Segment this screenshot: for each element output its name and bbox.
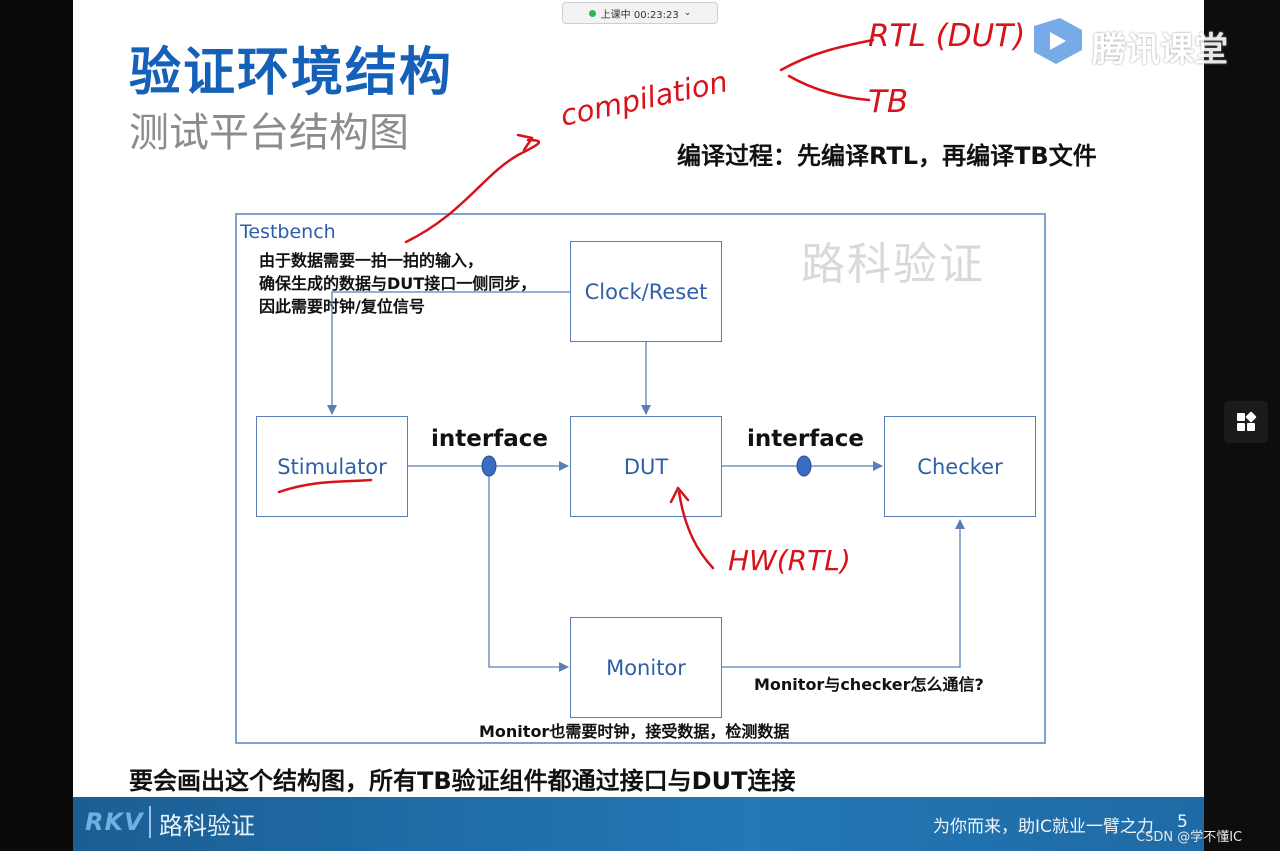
slide-title: 验证环境结构 (129, 43, 454, 103)
csdn-watermark: CSDN @学不懂IC (1136, 830, 1243, 845)
live-status-text: 上课中 00:23:23 (600, 9, 679, 21)
monitor-block: Monitor (570, 617, 722, 718)
monitor-note: Monitor也需要时钟，接受数据，检测数据 (479, 722, 790, 741)
grid-icon (1237, 411, 1257, 431)
testbench-label: Testbench (240, 221, 336, 243)
live-status-pill[interactable]: 上课中 00:23:23 ⌄ (562, 2, 718, 24)
clock-reset-label: Clock/Reset (584, 279, 708, 304)
stimulator-label: Stimulator (277, 454, 387, 479)
slide-page-number: 5 (1177, 812, 1188, 832)
annotation-arrow-head (516, 133, 534, 152)
dut-label: DUT (623, 454, 669, 479)
checker-block: Checker (884, 416, 1036, 517)
handwritten-hw-rtl: HW(RTL) (728, 544, 851, 577)
footer-divider (149, 806, 151, 838)
slide-subtitle: 测试平台结构图 (129, 110, 409, 156)
footer-logo: RKV (85, 808, 144, 836)
interface-label-left: interface (431, 426, 548, 452)
testbench-frame (235, 213, 1046, 744)
slide: 验证环境结构 测试平台结构图 编译过程：先编译RTL，再编译TB文件 Testb… (73, 0, 1204, 851)
stimulator-block: Stimulator (256, 416, 408, 517)
bottom-note: 要会画出这个结构图，所有TB验证组件都通过接口与DUT连接 (129, 767, 796, 795)
dut-block: DUT (570, 416, 722, 517)
monitor-label: Monitor (606, 655, 686, 680)
footer-brand: 路科验证 (159, 812, 255, 840)
dut-pointer-head (669, 486, 690, 504)
interface-label-right: interface (747, 426, 864, 452)
monitor-to-checker-line (722, 519, 965, 668)
handwritten-compilation: compilation (557, 64, 730, 133)
footer-slogan: 为你而来，助IC就业一臂之力 (933, 817, 1154, 837)
tb-note-line-1: 由于数据需要一拍一拍的输入， (259, 251, 484, 270)
tencent-classroom-brand: 腾讯课堂 (1092, 30, 1228, 70)
clock-reset-block: Clock/Reset (570, 241, 722, 342)
compilation-branch-lower (787, 74, 871, 102)
live-indicator-icon (588, 9, 596, 17)
tencent-classroom-logo (1034, 18, 1082, 64)
tap-to-monitor-line (488, 466, 569, 672)
handwritten-tb: TB (868, 84, 908, 120)
compilation-branch-upper (779, 38, 875, 72)
tb-note-line-2: 确保生成的数据与DUT接口一侧同步， (259, 274, 537, 293)
handwritten-annotations: compilation RTL (DUT) TB HW(RTL) (277, 18, 1025, 577)
monitor-checker-note: Monitor与checker怎么通信? (754, 675, 984, 694)
interface-node-left (481, 455, 497, 477)
tb-note-line-3: 因此需要时钟/复位信号 (259, 297, 425, 316)
annotation-arrow-curve (404, 138, 541, 244)
interface-node-right (796, 455, 812, 477)
chevron-down-icon: ⌄ (683, 8, 692, 18)
clock-to-stimulator-line (327, 291, 570, 415)
slide-footer (73, 797, 1204, 851)
checker-label: Checker (917, 454, 1003, 479)
side-panel-button[interactable] (1224, 401, 1268, 443)
left-black-bar (0, 0, 73, 851)
diagram-connectors (327, 291, 965, 672)
compile-note: 编译过程：先编译RTL，再编译TB文件 (677, 142, 1097, 170)
dut-pointer-arrow (677, 490, 715, 570)
slide-watermark: 路科验证 (801, 239, 985, 290)
handwritten-rtl-dut: RTL (DUT) (868, 18, 1025, 54)
stimulator-underline (277, 478, 373, 494)
